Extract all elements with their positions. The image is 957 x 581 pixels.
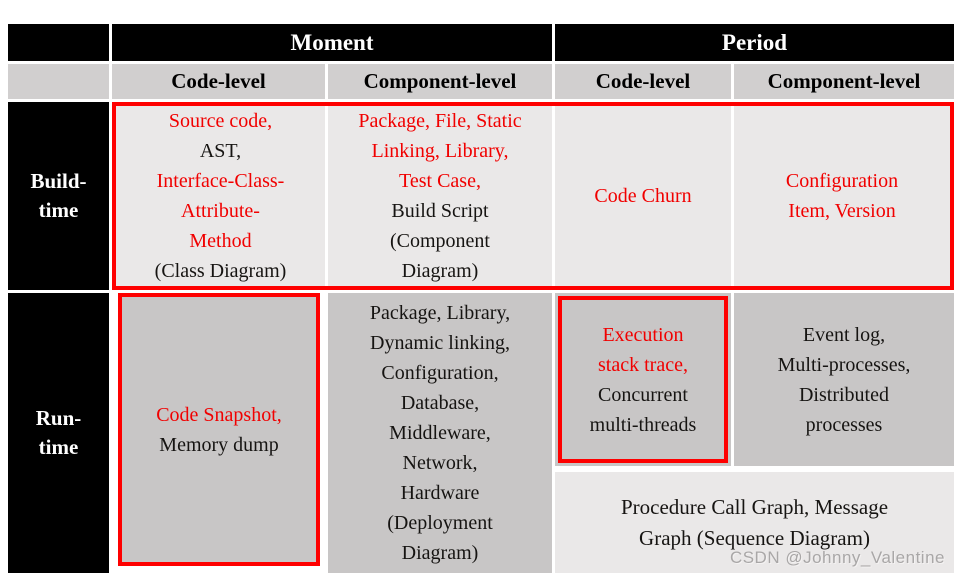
subheader-moment-component-level: Component-level	[328, 64, 552, 99]
header-period: Period	[555, 24, 954, 61]
corner-cell	[8, 24, 109, 61]
cell-run-period-component: Event log, Multi-processes, Distributed …	[734, 293, 954, 466]
build-time-highlight-box: Source code, AST, Interface-Class- Attri…	[112, 102, 954, 290]
run-period-subgrid: Execution stack trace, Concurrent multi-…	[555, 293, 954, 573]
cell-run-period-code: Execution stack trace, Concurrent multi-…	[555, 293, 731, 466]
watermark-text: CSDN @Johnny_Valentine	[729, 548, 945, 567]
subheader-period-component-level: Component-level	[734, 64, 954, 99]
execution-trace-highlight-box: Execution stack trace, Concurrent multi-…	[558, 296, 728, 463]
row-label-build-time: Build- time	[8, 102, 109, 290]
header-moment: Moment	[112, 24, 552, 61]
cell-run-period-span: Procedure Call Graph, Message Graph (Seq…	[555, 472, 954, 573]
cell-run-moment-component: Package, Library, Dynamic linking, Confi…	[328, 293, 552, 573]
subheader-empty	[8, 64, 109, 99]
subheader-period-code-level: Code-level	[555, 64, 731, 99]
subheader-moment-code-level: Code-level	[112, 64, 325, 99]
code-snapshot-highlight-box: Code Snapshot, Memory dump	[118, 293, 320, 566]
row-label-run-time: Run- time	[8, 293, 109, 573]
cell-build-moment-component: Package, File, Static Linking, Library, …	[328, 106, 552, 286]
cell-build-period-component: Configuration Item, Version	[734, 106, 950, 286]
artifact-matrix-table: Moment Period Code-level Component-level…	[8, 24, 954, 573]
cell-build-period-code: Code Churn	[555, 106, 731, 286]
cell-run-moment-code: Code Snapshot, Memory dump	[112, 293, 325, 573]
cell-build-moment-code: Source code, AST, Interface-Class- Attri…	[116, 106, 325, 286]
